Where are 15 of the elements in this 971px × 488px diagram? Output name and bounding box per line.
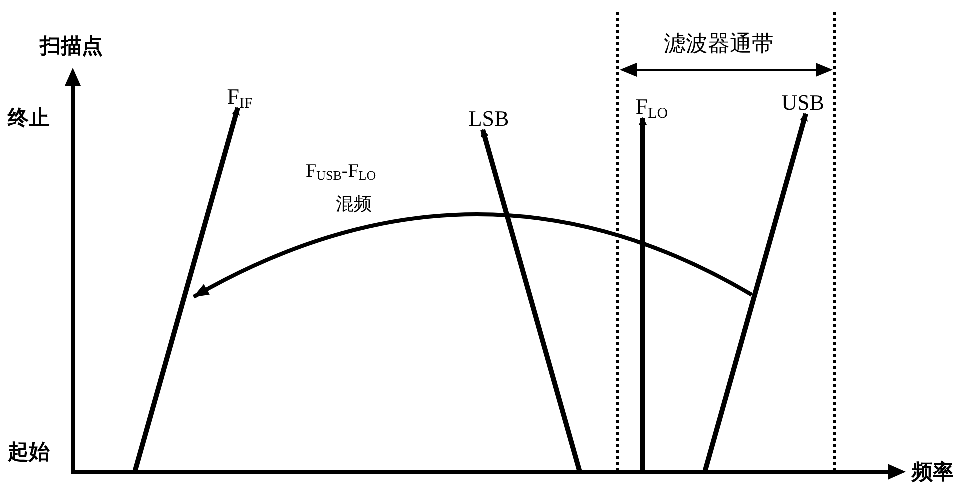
signal-label: F$_{LO}$ <box>628 92 676 118</box>
signal-label: F$_{IF}$ <box>220 80 260 108</box>
signal-label: USB <box>772 88 834 114</box>
axis-label: 频率 <box>912 460 954 486</box>
mixing-label: 混频 <box>336 193 372 216</box>
signal-arrow <box>132 107 240 473</box>
signal-arrow <box>702 113 808 473</box>
passband-label: 滤波器通带 <box>664 30 774 58</box>
axis-label: 扫描点 <box>40 34 103 60</box>
signal-arrow <box>639 117 647 472</box>
axis-tick-label: 起始 <box>8 440 50 466</box>
mixing-label: F$_{USB}$-F$_{LO}$ <box>306 160 376 184</box>
signal-label: LSB <box>460 102 518 130</box>
signal-arrow <box>480 129 582 473</box>
axis-tick-label: 终止 <box>8 106 50 132</box>
